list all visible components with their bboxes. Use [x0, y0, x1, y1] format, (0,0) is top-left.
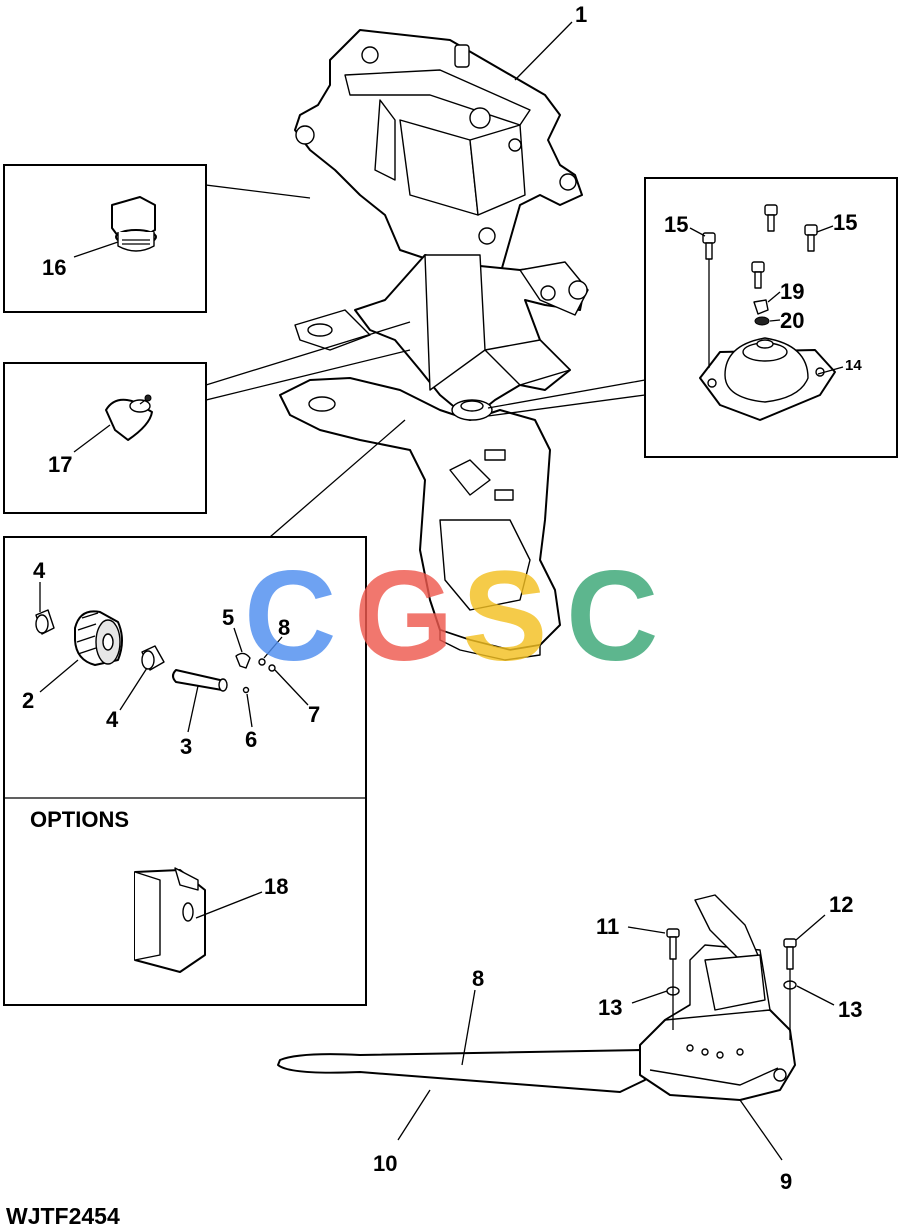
callout-13a: 13 [598, 995, 622, 1020]
callout-18: 18 [264, 874, 288, 899]
washer-20 [754, 316, 770, 326]
callout-6: 6 [245, 727, 257, 752]
bolt-15d [751, 261, 765, 289]
pin-6 [242, 686, 250, 694]
callout-8b: 8 [472, 966, 484, 991]
callout-5: 5 [222, 605, 234, 630]
callout-3: 3 [180, 734, 192, 759]
watermark-letter: S [462, 545, 547, 688]
bushing-4b [141, 645, 165, 671]
detail-box-17: 17 [3, 362, 207, 514]
watermark-letter: C [566, 545, 658, 688]
watermark-letter: C [244, 545, 336, 688]
callout-4a: 4 [33, 558, 46, 583]
bolt-12 [783, 938, 797, 970]
detail-box-roller: 4 2 4 3 5 8 6 7 OPTIONS 18 [3, 536, 367, 1006]
roller-2 [74, 610, 123, 666]
callout-10: 10 [373, 1151, 397, 1176]
callout-16: 16 [42, 255, 66, 280]
figure-id: WJTF2454 [6, 1203, 120, 1226]
callout-13b: 13 [838, 997, 862, 1022]
bolt-15b [804, 224, 818, 252]
callout-14: 14 [845, 357, 862, 374]
options-heading: OPTIONS [30, 807, 129, 832]
clip-5 [235, 652, 251, 669]
callout-19: 19 [780, 279, 804, 304]
shaft-3 [172, 669, 228, 692]
bolt-15c [764, 204, 778, 232]
washer-7 [268, 664, 276, 672]
bushing-4a [35, 609, 55, 635]
detail-box-16: 16 [3, 164, 207, 313]
callout-12: 12 [829, 892, 853, 917]
callout-15a: 15 [664, 212, 688, 237]
callout-1: 1 [575, 2, 587, 27]
callout-17: 17 [48, 452, 72, 477]
callout-20: 20 [780, 308, 804, 333]
detail-box-14: 15 15 19 20 14 [644, 177, 898, 458]
bolt-15a [702, 232, 716, 260]
cover-18 [134, 867, 206, 973]
callout-7: 7 [308, 702, 320, 727]
callout-9: 9 [780, 1169, 792, 1194]
callout-15b: 15 [833, 210, 857, 235]
callout-4b: 4 [106, 707, 119, 732]
filler-cap-part [111, 196, 157, 252]
watermark-letter: G [354, 545, 454, 688]
bolt-11 [666, 928, 680, 960]
callout-2: 2 [22, 688, 34, 713]
bumper-part [105, 394, 153, 441]
watermark-logo: C G S C [244, 545, 658, 688]
main-frame-assembly [279, 29, 589, 661]
pin-8 [258, 658, 266, 666]
isolator-mount-part [699, 337, 836, 421]
callout-8a: 8 [278, 615, 290, 640]
callout-11: 11 [596, 914, 619, 939]
nut-19 [753, 299, 769, 315]
pedal-assembly: 11 12 13 13 8 10 9 [277, 892, 862, 1194]
